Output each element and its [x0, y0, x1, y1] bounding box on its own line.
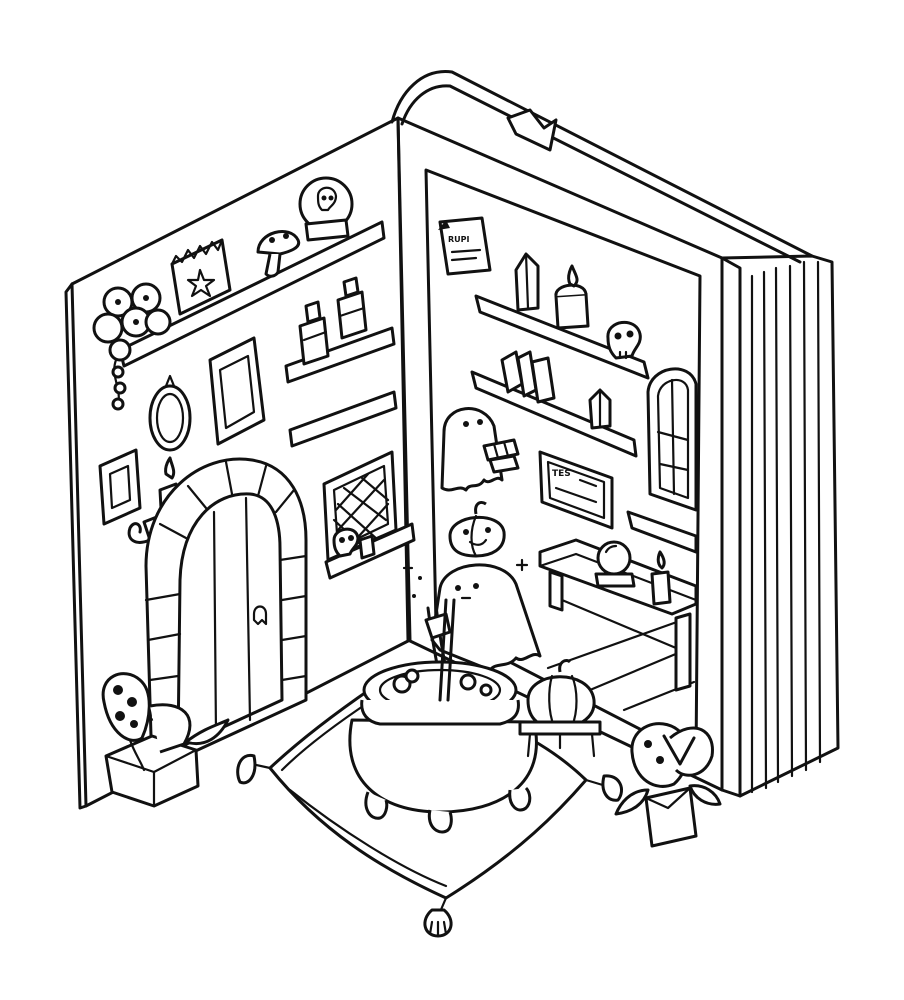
cauldron	[348, 598, 538, 834]
wall-note-text: RUPI	[448, 235, 470, 244]
crystal-small	[588, 388, 612, 430]
lattice-window	[322, 450, 416, 580]
oval-mirror	[148, 374, 192, 452]
notice-board: TES	[538, 450, 614, 530]
door-ghost-sign	[252, 605, 268, 626]
page-lines	[750, 260, 822, 794]
potted-plant-right	[614, 722, 722, 848]
book-stack	[500, 350, 556, 404]
board-text: TES	[552, 469, 571, 479]
wall-note: RUPI	[438, 216, 492, 276]
small-frame	[98, 448, 142, 526]
potted-plant-left	[101, 672, 230, 808]
ghost-floating	[440, 407, 520, 492]
mushroom	[256, 230, 301, 278]
skull-top-shelf	[606, 320, 642, 360]
crystal	[514, 252, 540, 312]
flower-cluster	[92, 282, 172, 411]
candle-top-shelf	[554, 264, 590, 330]
bookmark-ribbon	[506, 108, 558, 152]
crystal-ball	[298, 176, 354, 242]
crystal-ball-bench	[594, 540, 636, 588]
bench	[538, 538, 698, 692]
top-left-shelf	[118, 176, 386, 368]
tassel-bottom	[423, 896, 453, 938]
candle-bench	[650, 550, 672, 606]
tassel-left	[236, 753, 272, 785]
top-right-shelf	[474, 252, 650, 380]
potion-bottle-left	[298, 300, 330, 366]
book-spine	[390, 70, 814, 258]
potion-bottle-right	[336, 276, 368, 340]
skull-sill	[332, 527, 376, 560]
pumpkin-hat	[448, 500, 506, 558]
page-block	[720, 254, 840, 798]
star-icon	[186, 268, 216, 298]
middle-right-shelf	[470, 350, 638, 458]
stone-door	[144, 457, 308, 772]
ornate-frame	[208, 336, 266, 446]
paper-bag	[170, 238, 232, 316]
tassel-right	[584, 774, 623, 802]
potion-shelf	[284, 276, 396, 384]
pumpkin-stool	[518, 658, 602, 758]
sparkles	[402, 558, 529, 598]
book	[64, 70, 840, 810]
ghost-witch	[424, 500, 542, 702]
arched-window	[626, 367, 698, 554]
empty-shelf	[288, 390, 398, 448]
